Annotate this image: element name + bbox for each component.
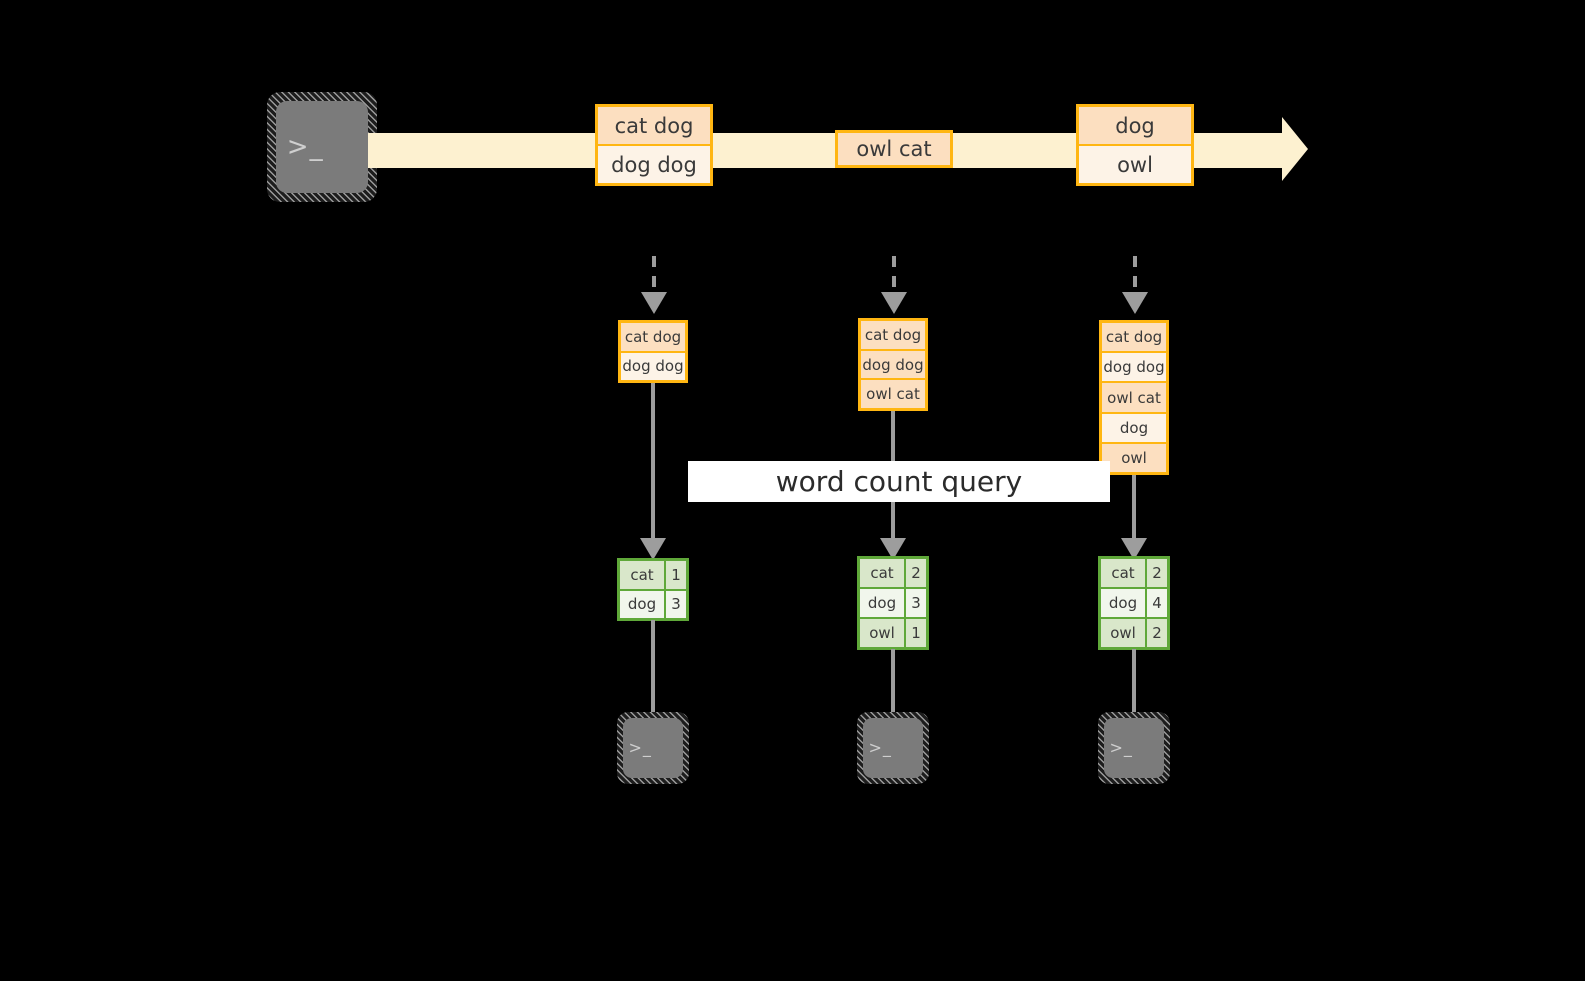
result-word: cat (860, 559, 904, 587)
stream-event-line: owl (1079, 144, 1191, 183)
snapshot-row: cat dog (1102, 323, 1166, 352)
query-arrow-line-1 (651, 383, 655, 540)
result-row: cat 2 (1101, 559, 1167, 587)
stream-event-line: cat dog (598, 107, 710, 144)
snapshot-row: dog dog (621, 350, 685, 380)
snapshot-row: owl (1102, 441, 1166, 473)
terminal-prompt-glyph: >_ (868, 738, 892, 757)
stream-event-line: dog (1079, 107, 1191, 144)
sink-arrow-line-2 (891, 649, 895, 715)
result-word: owl (1101, 619, 1145, 647)
snapshot-trigger-arrow-head-2 (881, 292, 907, 314)
stream-event-group-3: dog owl (1076, 104, 1194, 186)
result-count: 3 (664, 590, 686, 618)
result-count: 2 (1145, 619, 1167, 647)
snapshot-table-3: cat dog dog dog owl cat dog owl (1099, 320, 1169, 475)
snapshot-row: dog dog (861, 348, 925, 379)
snapshot-row: owl cat (861, 378, 925, 409)
result-row: cat 1 (620, 561, 686, 589)
snapshot-row: cat dog (621, 323, 685, 351)
result-word: dog (860, 589, 904, 617)
result-table-2: cat 2 dog 3 owl 1 (857, 556, 929, 650)
stream-arrow-head (1282, 117, 1308, 181)
sink-arrow-line-3 (1132, 649, 1136, 715)
query-label-banner: word count query (688, 461, 1110, 502)
snapshot-trigger-arrow-head-1 (641, 292, 667, 314)
snapshot-row: cat dog (861, 321, 925, 349)
result-word: cat (620, 561, 664, 589)
result-table-3: cat 2 dog 4 owl 2 (1098, 556, 1170, 650)
snapshot-trigger-arrow-line-3 (1133, 256, 1137, 294)
result-word: dog (620, 590, 664, 618)
snapshot-trigger-arrow-line-2 (892, 256, 896, 294)
terminal-face (863, 718, 923, 778)
stream-event-group-2: owl cat (835, 130, 953, 168)
stream-event-line: dog dog (598, 144, 710, 183)
result-row: dog 4 (1101, 587, 1167, 617)
snapshot-trigger-arrow-line-1 (652, 256, 656, 294)
stream-event-group-1: cat dog dog dog (595, 104, 713, 186)
query-label-text: word count query (775, 465, 1023, 498)
sink-terminal-icon-1: >_ (617, 712, 689, 784)
result-word: owl (860, 619, 904, 647)
sink-terminal-icon-2: >_ (857, 712, 929, 784)
result-count: 2 (904, 559, 926, 587)
query-arrow-head-1 (640, 538, 666, 560)
terminal-face (623, 718, 683, 778)
result-row: owl 1 (860, 617, 926, 647)
query-arrow-head-3 (1121, 538, 1147, 560)
result-row: owl 2 (1101, 617, 1167, 647)
snapshot-row: dog dog (1102, 351, 1166, 382)
result-row: dog 3 (860, 587, 926, 617)
sink-terminal-icon-3: >_ (1098, 712, 1170, 784)
snapshot-row: dog (1102, 411, 1166, 442)
terminal-face (1104, 718, 1164, 778)
result-word: cat (1101, 559, 1145, 587)
query-arrow-line-3 (1132, 475, 1136, 540)
result-row: dog 3 (620, 588, 686, 618)
terminal-prompt-glyph: >_ (286, 132, 324, 162)
stream-event-line: owl cat (838, 133, 950, 165)
result-count: 4 (1145, 589, 1167, 617)
terminal-prompt-glyph: >_ (1109, 738, 1133, 757)
result-row: cat 2 (860, 559, 926, 587)
result-count: 2 (1145, 559, 1167, 587)
result-count: 1 (904, 619, 926, 647)
snapshot-table-1: cat dog dog dog (618, 320, 688, 383)
result-word: dog (1101, 589, 1145, 617)
snapshot-row: owl cat (1102, 381, 1166, 412)
snapshot-trigger-arrow-head-3 (1122, 292, 1148, 314)
source-terminal-icon: >_ (267, 92, 377, 202)
terminal-face (276, 101, 368, 193)
snapshot-table-2: cat dog dog dog owl cat (858, 318, 928, 411)
sink-arrow-line-1 (651, 620, 655, 715)
terminal-prompt-glyph: >_ (628, 738, 652, 757)
query-arrow-head-2 (880, 538, 906, 560)
result-table-1: cat 1 dog 3 (617, 558, 689, 621)
result-count: 3 (904, 589, 926, 617)
result-count: 1 (664, 561, 686, 589)
